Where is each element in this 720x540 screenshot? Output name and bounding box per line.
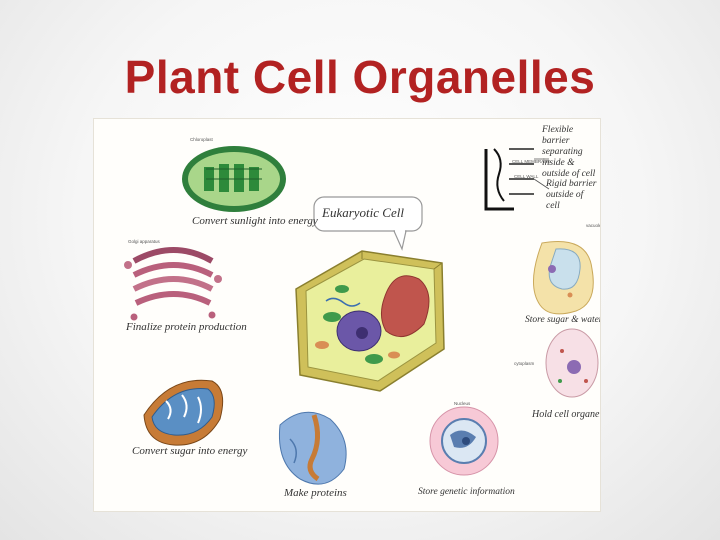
cytoplasm-cell-drawing xyxy=(546,329,598,397)
bubble-label: Eukaryotic Cell xyxy=(322,205,404,221)
chloroplast-title-label: Chloroplast xyxy=(190,137,213,142)
wall-tag-label: CELL WALL xyxy=(514,174,538,179)
vacuole-caption: Store sugar & water xyxy=(525,315,601,325)
mitochondria-caption: Convert sugar into energy xyxy=(132,445,247,457)
nucleus-drawing xyxy=(430,407,498,475)
cytoplasm-caption: Hold cell organelles xyxy=(532,409,601,420)
membrane-tag-label: CELL MEMBRANE xyxy=(512,159,550,164)
mitochondria-drawing xyxy=(144,380,223,445)
vacuole-cell-drawing xyxy=(533,241,593,313)
cytoplasm-tag-label: cytoplasm xyxy=(514,361,534,366)
cell-membrane-wall-drawing xyxy=(486,149,549,209)
vacuole-tag-label: vacuole xyxy=(586,223,601,228)
er-drawing xyxy=(279,412,346,484)
wall-caption: Rigid barrier outside of cell xyxy=(546,179,598,212)
er-caption: Make proteins xyxy=(284,487,347,499)
nucleus-caption: Store genetic information xyxy=(418,487,515,497)
chloroplast-drawing xyxy=(182,146,286,212)
slide-title: Plant Cell Organelles xyxy=(0,50,720,104)
central-plant-cell xyxy=(296,251,444,391)
golgi-title-label: Golgi apparatus xyxy=(128,239,160,244)
golgi-drawing xyxy=(124,250,222,321)
nucleus-tag-label: Nucleus xyxy=(454,401,470,406)
membrane-caption: Flexible barrier separating inside & out… xyxy=(542,125,600,180)
golgi-caption: Finalize protein production xyxy=(126,321,247,333)
plant-cell-figure: Eukaryotic Cell Convert sunlight into en… xyxy=(93,118,601,512)
chloroplast-caption: Convert sunlight into energy xyxy=(192,215,318,227)
